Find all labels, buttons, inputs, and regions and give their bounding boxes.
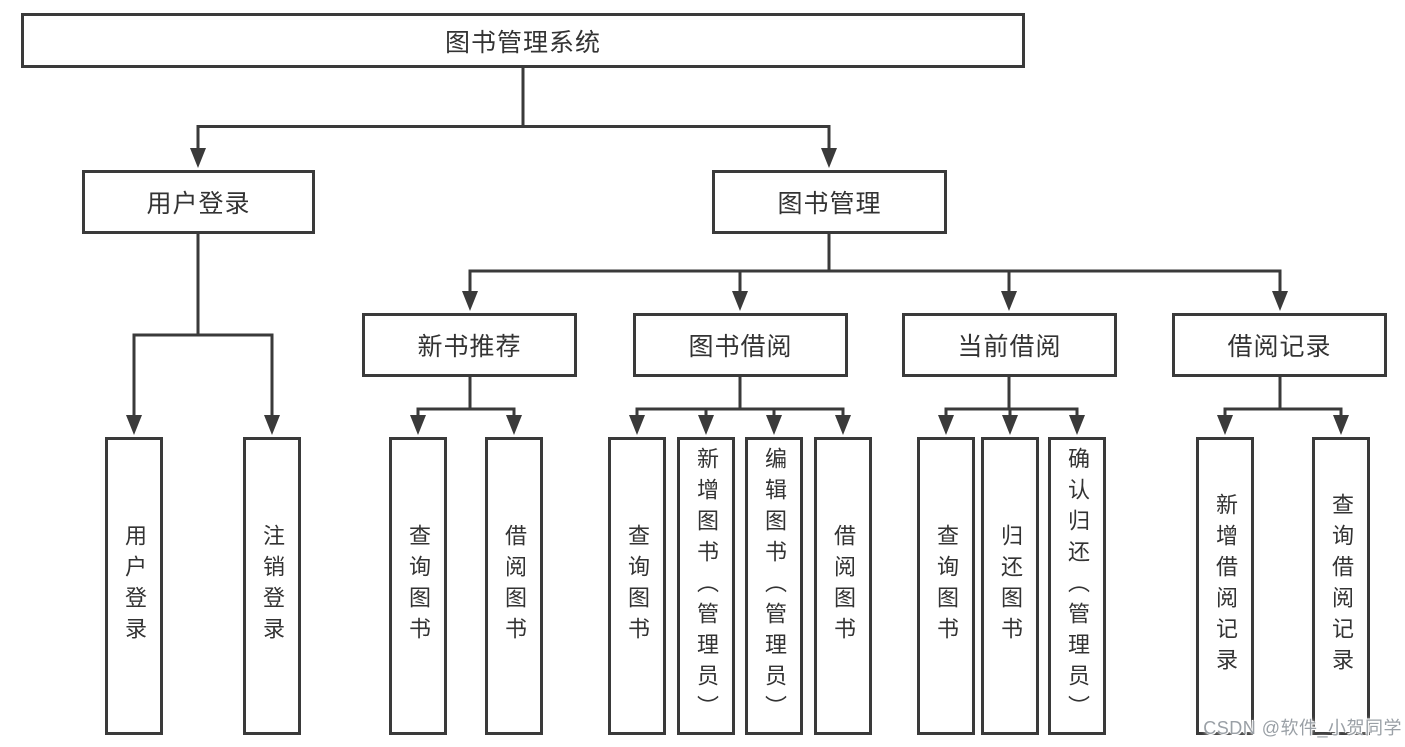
leaf-query-books-borrow: 查询图书 [608,437,666,735]
leaf-borrow-books-recommend: 借阅图书 [485,437,543,735]
leaf-add-borrow-record: 新增借阅记录 [1196,437,1254,735]
node-label: 用户登录 [122,524,147,648]
node-label: 归还图书 [998,524,1023,648]
node-label: 查询借阅记录 [1329,493,1354,679]
arrow-down-icons [126,148,1349,435]
node-label: 新书推荐 [417,333,522,361]
node-label: 确认归还（管理员） [1065,446,1090,726]
node-label: 新增图书（管理员） [694,446,719,726]
node-book-management: 图书管理 [712,170,947,234]
leaf-query-books-current: 查询图书 [917,437,975,735]
leaf-query-books-recommend: 查询图书 [389,437,447,735]
node-label: 查询图书 [934,524,959,648]
leaf-user-login: 用户登录 [105,437,163,735]
node-borrow-record: 借阅记录 [1172,313,1387,377]
node-label: 查询图书 [625,524,650,648]
node-label: 查询图书 [406,524,431,648]
node-label: 借阅记录 [1227,333,1332,361]
leaf-return-books: 归还图书 [981,437,1039,735]
node-label: 编辑图书（管理员） [762,446,787,726]
leaf-query-borrow-record: 查询借阅记录 [1312,437,1370,735]
node-label: 图书借阅 [688,333,793,361]
node-library-system: 图书管理系统 [21,13,1025,68]
node-label: 借阅图书 [831,524,856,648]
node-label: 用户登录 [146,190,251,218]
node-user-login: 用户登录 [82,170,315,234]
node-label: 新增借阅记录 [1213,493,1238,679]
node-new-book-recommend: 新书推荐 [362,313,577,377]
node-current-borrow: 当前借阅 [902,313,1117,377]
node-label: 注销登录 [260,524,285,648]
leaf-edit-books-admin: 编辑图书（管理员） [745,437,803,735]
node-book-borrow: 图书借阅 [633,313,848,377]
node-label: 图书管理 [777,190,882,218]
node-label: 当前借阅 [957,333,1062,361]
leaf-add-books-admin: 新增图书（管理员） [677,437,735,735]
csdn-watermark: CSDN @软件_小贺同学 [1203,718,1402,738]
leaf-confirm-return-admin: 确认归还（管理员） [1048,437,1106,735]
leaf-borrow-books-borrow: 借阅图书 [814,437,872,735]
node-label: 借阅图书 [502,524,527,648]
leaf-logout-login: 注销登录 [243,437,301,735]
node-label: 图书管理系统 [444,28,601,57]
